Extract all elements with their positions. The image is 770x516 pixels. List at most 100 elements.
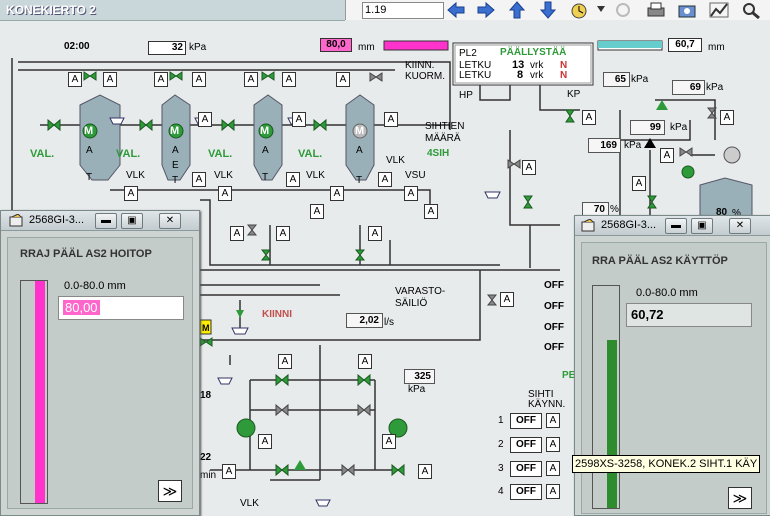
auto-button[interactable]: A: [310, 204, 324, 219]
auto-button[interactable]: A: [282, 72, 296, 87]
level-bar-fill: [35, 281, 45, 503]
zoom-icon[interactable]: [740, 1, 762, 19]
sihti-2-status[interactable]: OFF: [510, 437, 542, 453]
auto-button[interactable]: A: [124, 186, 138, 201]
vlk-label-5: VLK: [240, 498, 259, 509]
pressure-65-value: 65: [603, 72, 630, 87]
auto-button[interactable]: A: [276, 226, 290, 241]
maximize-button[interactable]: ▣: [691, 218, 713, 234]
history-icon[interactable]: [568, 1, 590, 19]
sihti-1-auto-button[interactable]: A: [546, 413, 560, 428]
auto-button[interactable]: A: [378, 172, 392, 187]
pressure-top-value: 32: [148, 41, 186, 55]
auto-button[interactable]: A: [424, 204, 438, 219]
kpa-unit-69: kPa: [706, 82, 724, 93]
arrow-up-icon[interactable]: [506, 1, 528, 19]
auto-button[interactable]: A: [154, 72, 168, 87]
auto-button[interactable]: A: [198, 112, 212, 127]
close-button[interactable]: ✕: [729, 218, 751, 234]
sihti-4-auto-button[interactable]: A: [546, 484, 560, 499]
vlk-label-3: VLK: [306, 170, 325, 181]
letku-2-count: 8: [517, 69, 524, 81]
faceplate-panel: RRA PÄÄL AS2 KÄYTTÖP 0.0-80.0 mm 60,72 ≫: [581, 242, 767, 514]
auto-button[interactable]: A: [500, 292, 514, 307]
process-diagram: [11, 40, 753, 507]
auto-button[interactable]: A: [358, 354, 372, 369]
open-details-button[interactable]: ≫: [158, 480, 182, 502]
level-right-unit: mm: [708, 42, 725, 53]
auto-button[interactable]: A: [632, 176, 646, 191]
sihti-3-auto-button[interactable]: A: [546, 461, 560, 476]
pressure-69-value: 69: [672, 80, 705, 95]
auto-button[interactable]: A: [382, 434, 396, 449]
minimize-button[interactable]: ▬: [665, 218, 687, 234]
auto-button[interactable]: A: [330, 186, 344, 201]
zoom-input[interactable]: 1.19: [362, 2, 444, 19]
letku-1-label: LETKU: [459, 60, 492, 71]
window-title: 2568GI-3...: [601, 219, 657, 231]
auto-button[interactable]: A: [384, 112, 398, 127]
level-bar-fill: [607, 339, 617, 508]
auto-button[interactable]: A: [582, 110, 596, 125]
maara-label: MÄÄRÄ: [425, 133, 461, 144]
tank-4-t: T: [356, 175, 363, 186]
auto-button[interactable]: A: [522, 160, 536, 175]
window-title-bar[interactable]: 2568GI-3... ▬ ▣ ✕: [575, 216, 770, 236]
auto-button[interactable]: A: [244, 72, 258, 87]
kpa-unit-65: kPa: [631, 74, 649, 85]
auto-button[interactable]: A: [103, 72, 117, 87]
maximize-button[interactable]: ▣: [121, 213, 143, 229]
letku-1-flag: N: [560, 60, 568, 71]
value-18: 18: [200, 390, 212, 401]
auto-button[interactable]: A: [336, 72, 350, 87]
faceplate-window-left[interactable]: 2568GI-3... ▬ ▣ ✕ RRAJ PÄÄL AS2 HOITOP 0…: [0, 210, 200, 516]
level-bar-left: [383, 40, 449, 51]
off-status-1: OFF: [544, 280, 564, 291]
sihti-4-status[interactable]: OFF: [510, 484, 542, 500]
sihti-3-status[interactable]: OFF: [510, 461, 542, 477]
arrow-down-icon[interactable]: [537, 1, 559, 19]
auto-button[interactable]: A: [192, 72, 206, 87]
auto-button[interactable]: A: [286, 172, 300, 187]
value-input[interactable]: 80,00: [58, 296, 184, 320]
arrow-right-icon[interactable]: [475, 1, 497, 19]
camera-icon[interactable]: [676, 1, 698, 19]
faceplate-heading: RRAJ PÄÄL AS2 HOITOP: [20, 248, 152, 260]
level-bar-frame: [592, 285, 620, 509]
auto-button[interactable]: A: [258, 434, 272, 449]
auto-button[interactable]: A: [230, 226, 244, 241]
close-button[interactable]: ✕: [159, 213, 181, 229]
window-title-bar[interactable]: 2568GI-3... ▬ ▣ ✕: [1, 211, 199, 231]
arrow-left-icon[interactable]: [445, 1, 467, 19]
letku-1-unit: vrk: [530, 60, 544, 71]
auto-button[interactable]: A: [292, 112, 306, 127]
auto-button[interactable]: A: [192, 172, 206, 187]
sihti-2-auto-button[interactable]: A: [546, 437, 560, 452]
sihtien-label: SIHTIEN: [425, 121, 465, 132]
tank-3-t: T: [262, 172, 269, 183]
sihti-1-status[interactable]: OFF: [510, 413, 542, 429]
auto-button[interactable]: A: [720, 110, 734, 125]
auto-button[interactable]: A: [222, 464, 236, 479]
kpa-unit-325: kPa: [408, 384, 426, 395]
auto-button[interactable]: A: [68, 72, 82, 87]
open-details-button[interactable]: ≫: [728, 487, 752, 509]
app-title: KONEKIERTO 2: [6, 3, 96, 17]
sih-count: 4SIH: [427, 148, 450, 159]
minimize-button[interactable]: ▬: [95, 213, 117, 229]
auto-button[interactable]: A: [278, 354, 292, 369]
trend-icon[interactable]: [708, 1, 730, 19]
print-icon[interactable]: [645, 1, 667, 19]
auto-button[interactable]: A: [218, 186, 232, 201]
kuorm-label: KUORM.: [405, 71, 445, 82]
auto-button[interactable]: A: [660, 148, 674, 163]
auto-button[interactable]: A: [368, 226, 382, 241]
kp-label: KP: [567, 89, 581, 100]
chevron-down-icon[interactable]: [597, 6, 605, 12]
vsu-label: VSU: [405, 170, 426, 181]
auto-button[interactable]: A: [418, 464, 432, 479]
vlk-label-4: VLK: [386, 155, 405, 166]
auto-button[interactable]: A: [404, 186, 418, 201]
letku-2-unit: vrk: [530, 70, 544, 81]
value-display: 60,72: [626, 303, 752, 327]
